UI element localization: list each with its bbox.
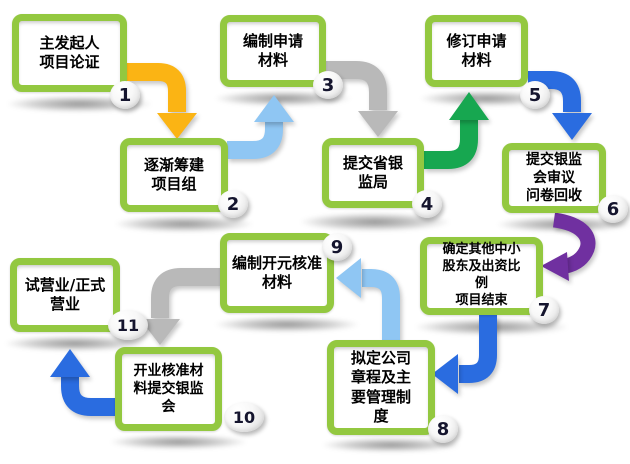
step-label-line: 主发起人 xyxy=(39,33,100,52)
flow-step-1: 主发起人 项目论证 1 xyxy=(12,14,140,109)
arrow-step5-to-step6 xyxy=(528,71,592,140)
step-label-line: 拟定公司 xyxy=(350,349,411,368)
flow-step-11: 试营业/正式 营业 11 xyxy=(10,258,148,340)
step-label-line: 度 xyxy=(373,406,389,425)
step-label-line: 例 xyxy=(474,276,488,291)
step-label-line: 项目论证 xyxy=(39,53,100,71)
step-label-line: 会 xyxy=(161,399,176,416)
step-label-line: 编制开元核准 xyxy=(231,253,322,272)
step-number-badge: 4 xyxy=(412,190,442,218)
box-shadow xyxy=(322,438,460,452)
box-shadow xyxy=(420,91,553,106)
step-label-line: 提交省银 xyxy=(342,153,403,172)
flow-step-7: 确定其他中小 股东及出资比 例 项目结束 7 xyxy=(420,237,559,324)
step-label-line: 项目结束 xyxy=(455,292,508,308)
step-number-badge: 8 xyxy=(428,415,458,443)
flow-step-4: 提交省银 监局 4 xyxy=(322,138,442,218)
flow-step-3: 编制申请 材料 3 xyxy=(220,15,343,99)
flow-step-5: 修订申请 材料 5 xyxy=(425,15,550,109)
step-label-line: 营业 xyxy=(49,295,80,313)
arrow-step3-to-step4 xyxy=(325,61,398,137)
box-shadow xyxy=(115,216,253,232)
flow-step-6: 提交银监 会审议 问卷回收 6 xyxy=(502,143,628,223)
box-shadow xyxy=(110,435,247,449)
step-label-line: 材料 xyxy=(461,51,492,69)
arrow-step4-to-step5 xyxy=(423,92,489,169)
step-number-badge: 10 xyxy=(224,402,264,432)
step-number-badge: 2 xyxy=(218,190,248,218)
step-label-line: 章程及主 xyxy=(350,368,411,387)
step-label-line: 试营业/正式 xyxy=(24,275,106,294)
step-label-line: 编制申请 xyxy=(242,31,303,50)
step-number-badge: 11 xyxy=(108,310,148,340)
step-label-line: 修订申请 xyxy=(446,31,507,50)
box-shadow xyxy=(215,317,359,332)
step-label-line: 股东及出资比 xyxy=(442,259,521,275)
flow-step-10: 开业核准材 料提交银监 会 10 xyxy=(115,347,264,432)
step-label-line: 项目组 xyxy=(151,175,197,193)
step-label-line: 会审议 xyxy=(533,169,575,186)
step-label-line: 逐渐筹建 xyxy=(143,155,204,174)
arrow-step9-to-step10 xyxy=(140,268,222,345)
step-label-line: 材料 xyxy=(261,273,292,291)
step-label-line: 问卷回收 xyxy=(526,188,582,205)
step-label-line: 监局 xyxy=(357,173,388,191)
box-shadow xyxy=(5,336,145,351)
step-number-badge: 7 xyxy=(529,296,559,324)
step-number-badge: 6 xyxy=(598,195,628,223)
step-number-badge: 1 xyxy=(110,81,140,109)
arrow-step2-to-step3 xyxy=(227,95,294,159)
step-label-line: 材料 xyxy=(257,51,288,69)
arrow-step1-to-step2 xyxy=(126,63,197,139)
step-label-line: 开业核准材 xyxy=(133,362,204,379)
step-label-line: 确定其他中小 xyxy=(442,242,521,258)
step-label-line: 提交银监 xyxy=(526,151,582,168)
flow-step-8: 拟定公司 章程及主 要管理制 度 8 xyxy=(327,340,458,443)
step-label-line: 料提交银监 xyxy=(133,380,204,397)
arrow-step10-to-step11 xyxy=(50,349,116,416)
step-number-badge: 3 xyxy=(313,71,343,99)
step-number-badge: 5 xyxy=(520,81,550,109)
arrow-step7-to-step8 xyxy=(432,315,497,394)
box-shadow xyxy=(300,213,450,231)
step-label-line: 要管理制 xyxy=(350,387,411,406)
step-number-badge: 9 xyxy=(322,233,352,261)
flow-step-2: 逐渐筹建 项目组 2 xyxy=(120,138,248,218)
arrow-step6-to-step7 xyxy=(541,212,596,281)
arrow-step8-to-step9 xyxy=(336,258,400,340)
flow-step-9: 编制开元核准 材料 9 xyxy=(220,233,352,313)
